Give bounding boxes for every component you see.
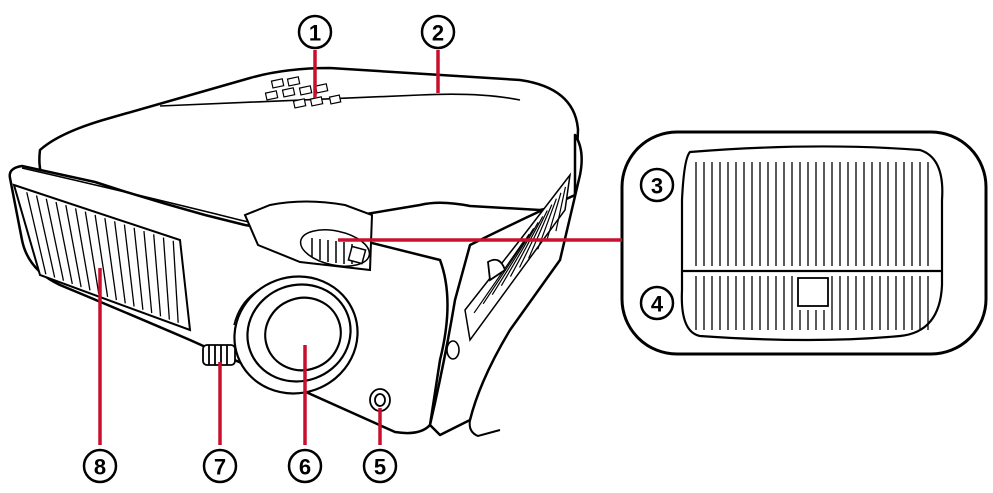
callout-6: 6 xyxy=(287,448,323,484)
callout-8: 8 xyxy=(82,448,118,484)
vent-slat xyxy=(114,221,126,304)
control-panel xyxy=(264,76,342,109)
ir-receiver xyxy=(369,388,391,412)
vent-slat xyxy=(482,233,530,305)
callout-7-label: 7 xyxy=(214,455,226,480)
vent-slat xyxy=(473,239,526,314)
callout-7: 7 xyxy=(202,448,238,484)
vent-slat xyxy=(65,205,82,288)
callout-4-label: 4 xyxy=(651,292,664,317)
callout-1-label: 1 xyxy=(309,21,321,46)
vent-slat xyxy=(123,224,135,307)
vent-slat xyxy=(172,240,179,323)
top-panel-line xyxy=(159,93,521,107)
control-button xyxy=(286,76,301,87)
callout-4: 4 xyxy=(639,285,675,321)
vent-slat xyxy=(509,216,544,277)
control-button xyxy=(270,78,285,89)
control-button xyxy=(314,83,329,94)
vent-slat xyxy=(555,186,567,232)
vent-slat xyxy=(162,237,171,320)
control-button xyxy=(309,96,324,107)
callout-1: 1 xyxy=(297,14,333,50)
vent-slat xyxy=(45,198,65,281)
vent-slat xyxy=(104,218,118,301)
front-vent xyxy=(12,183,192,332)
rear-foot xyxy=(468,419,501,438)
vent-slat xyxy=(94,214,109,297)
callout-2-label: 2 xyxy=(432,21,444,46)
vent-slat xyxy=(133,227,144,310)
callout-3: 3 xyxy=(639,167,675,203)
zoom-inset xyxy=(620,130,988,356)
callout-3-label: 3 xyxy=(651,174,663,199)
callout-5-label: 5 xyxy=(374,455,386,480)
callout-2: 2 xyxy=(420,14,456,50)
callout-6-label: 6 xyxy=(299,455,311,480)
control-button xyxy=(264,90,279,101)
inset-knob xyxy=(680,145,944,342)
vent-slat xyxy=(528,204,553,259)
control-button xyxy=(281,87,296,98)
inset-marker xyxy=(797,277,829,307)
control-button xyxy=(298,85,313,96)
adjuster-foot xyxy=(202,344,236,366)
vent-slat xyxy=(74,208,91,291)
callout-markers: 1 2 3 4 5 6 7 8 xyxy=(82,14,675,484)
callout-8-label: 8 xyxy=(94,455,106,480)
callout-5: 5 xyxy=(362,448,398,484)
side-port xyxy=(446,340,460,360)
side-knob xyxy=(487,258,507,282)
vent-slat xyxy=(55,201,73,285)
lens-glass xyxy=(264,296,342,372)
projection-lens xyxy=(233,275,359,395)
vent-slat xyxy=(546,192,562,241)
leader-lines xyxy=(98,50,622,445)
vent-slat xyxy=(153,234,162,317)
vent-slat xyxy=(500,222,539,286)
vent-slat xyxy=(84,211,100,294)
vent-slat xyxy=(143,230,153,314)
control-button xyxy=(328,94,342,105)
side-vent xyxy=(464,172,572,342)
control-button xyxy=(292,98,307,109)
vent-slat xyxy=(26,192,47,275)
vent-slat xyxy=(35,195,56,278)
